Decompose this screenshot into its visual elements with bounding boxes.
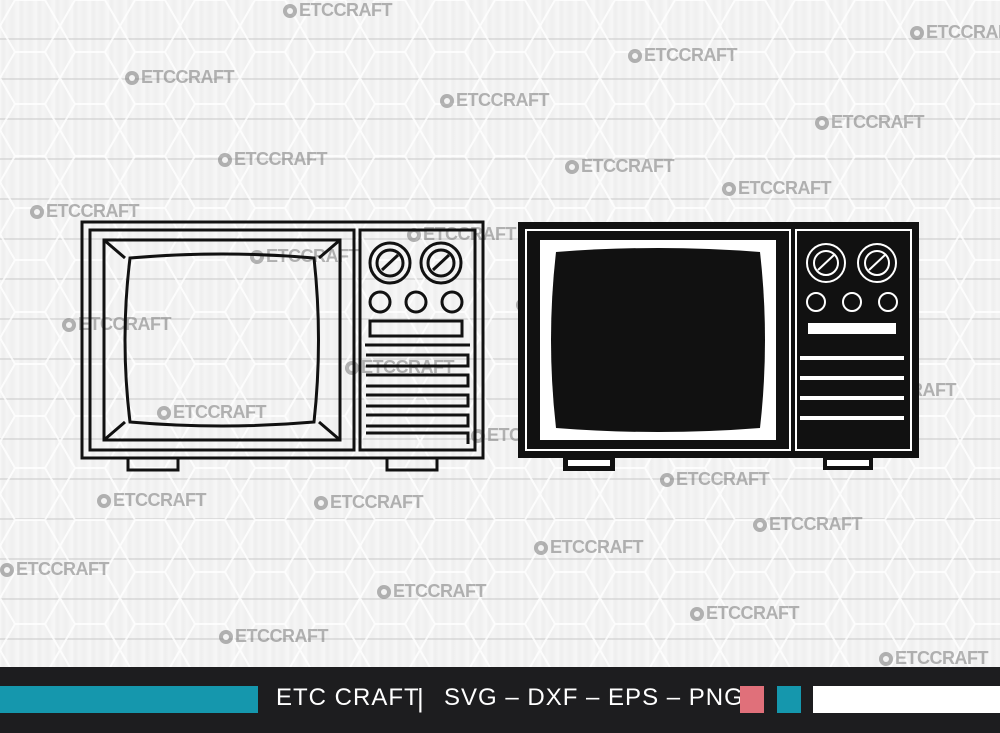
watermark-text: ETCCRAFT [706,603,800,623]
copyright-circle-icon [219,629,233,644]
retro-tv-silhouette [518,222,919,471]
watermark-text: ETCCRAFT [16,559,110,579]
copyright-circle-icon [910,25,924,40]
watermark-text: ETCCRAFT [926,22,1000,42]
watermark: ETCCRAFT [910,22,1000,43]
white-accent-bar [813,686,1000,713]
watermark-text: ETCCRAFT [676,469,770,489]
copyright-circle-icon [753,517,767,532]
watermark-text: ETCCRAFT [393,581,487,601]
watermark: ETCCRAFT [753,514,863,535]
watermark: ETCCRAFT [377,581,487,602]
watermark: ETCCRAFT [314,492,424,513]
copyright-circle-icon [62,317,76,332]
watermark-text: ETCCRAFT [769,514,863,534]
watermark-text: ETCCRAFT [141,67,235,87]
watermark: ETCCRAFT [440,90,550,111]
copyright-circle-icon [815,115,829,130]
watermark-text: ETCCRAFT [550,537,644,557]
watermark: ETCCRAFT [722,178,832,199]
teal-swatch [777,686,801,713]
watermark-text: ETCCRAFT [738,178,832,198]
copyright-circle-icon [283,3,297,18]
pink-swatch [740,686,764,713]
retro-tv-outline [80,220,485,472]
copyright-circle-icon [30,204,44,219]
watermark: ETCCRAFT [628,45,738,66]
watermark-text: ETCCRAFT [266,246,360,266]
watermark-text: ETCCRAFT [173,402,267,422]
copyright-circle-icon [97,493,111,508]
copyright-circle-icon [157,405,171,420]
watermark-text: ETCCRAFT [299,0,393,20]
watermark: ETCCRAFT [97,490,207,511]
copyright-circle-icon [690,606,704,621]
watermark-text: ETCCRAFT [330,492,424,512]
watermark-text: ETCCRAFT [46,201,140,221]
copyright-circle-icon [125,70,139,85]
watermark: ETCCRAFT [815,112,925,133]
copyright-circle-icon [660,472,674,487]
watermark-text: ETCCRAFT [895,648,989,668]
watermark-text: ETCCRAFT [234,149,328,169]
watermark-text: ETCCRAFT [644,45,738,65]
copyright-circle-icon [440,93,454,108]
watermark: ETCCRAFT [565,156,675,177]
watermark: ETCCRAFT [218,149,328,170]
copyright-circle-icon [565,159,579,174]
watermark-text: ETCCRAFT [831,112,925,132]
copyright-circle-icon [314,495,328,510]
copyright-circle-icon [722,181,736,196]
watermark: ETCCRAFT [0,559,110,580]
file-formats-label: SVG – DXF – EPS – PNG [444,684,744,711]
watermark: ETCCRAFT [660,469,770,490]
copyright-circle-icon [534,540,548,555]
footer-banner: ETC CRAFT | SVG – DXF – EPS – PNG [0,667,1000,733]
watermark: ETCCRAFT [879,648,989,669]
copyright-circle-icon [0,562,14,577]
watermark: ETCCRAFT [157,402,267,423]
copyright-circle-icon [218,152,232,167]
watermark: ETCCRAFT [219,626,329,647]
watermark-text: ETCCRAFT [235,626,329,646]
watermark: ETCCRAFT [30,201,140,222]
watermark-text: ETCCRAFT [456,90,550,110]
watermark: ETCCRAFT [283,0,393,21]
watermark: ETCCRAFT [690,603,800,624]
copyright-circle-icon [628,48,642,63]
watermark: ETCCRAFT [534,537,644,558]
watermark-text: ETCCRAFT [581,156,675,176]
copyright-circle-icon [377,584,391,599]
copyright-circle-icon [879,651,893,666]
separator: | [417,683,424,713]
watermark-text: ETCCRAFT [113,490,207,510]
brand-label: ETC CRAFT [276,684,420,711]
teal-accent-bar [0,686,258,713]
watermark: ETCCRAFT [125,67,235,88]
